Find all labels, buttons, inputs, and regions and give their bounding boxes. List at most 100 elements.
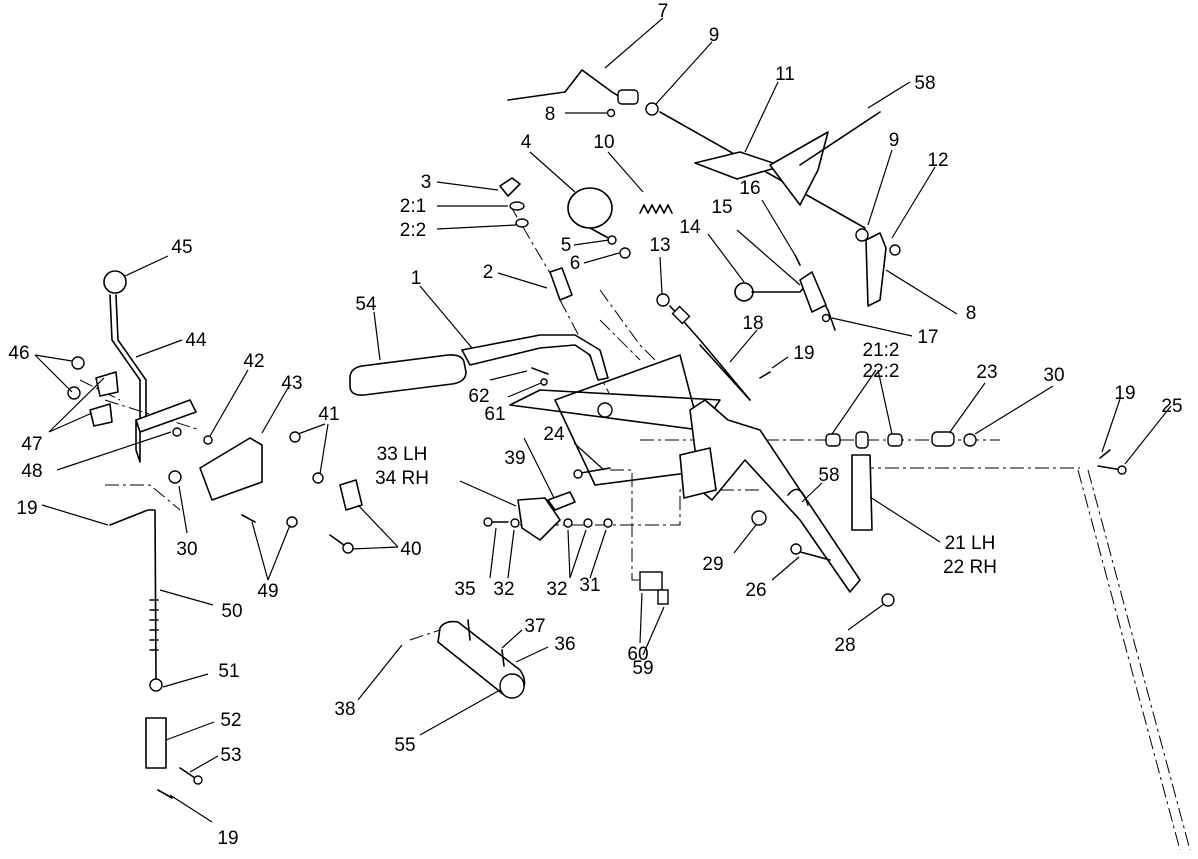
part-51-nut [149,678,163,692]
callout-32-right: 32 [546,579,567,600]
part-13-cable-end [656,293,751,401]
callout-45: 45 [171,237,192,258]
callout-29: 29 [702,554,723,575]
part-12-bracket-right [855,228,901,307]
part-42-43-plates [135,399,263,501]
part-41-40-49-bolts [241,431,363,554]
callout-58-lower: 58 [818,465,839,486]
callout-22-2: 22:2 [863,361,900,382]
callout-38: 38 [334,699,355,720]
part-4-knob [567,187,613,241]
part-14-15-16-17-lever-assembly [734,254,836,331]
callout-19-left: 19 [16,498,37,519]
callout-54: 54 [355,294,377,315]
callout-2: 2 [483,262,494,283]
callout-61: 61 [484,404,505,425]
part-24-26-28-29-58-fasteners [573,467,895,607]
callout-1: 1 [411,268,422,289]
part-10-spring [639,204,673,214]
callout-34-rh: 34 RH [375,468,429,489]
part-3-2-small-parts [499,177,631,301]
callout-18: 18 [742,313,763,334]
callout-25: 25 [1161,396,1182,417]
callout-9: 9 [709,25,720,46]
part-18-19-rod-and-pin [699,344,771,401]
part-60-59-switch [639,571,669,605]
part-50-threaded-rod [109,509,159,681]
callout-48: 48 [21,461,42,482]
callout-14: 14 [679,217,701,238]
part-36-37-55-pedal [437,619,526,699]
callout-19-upper: 19 [793,343,814,364]
part-35-32-31-bolts-washers [483,517,613,528]
callout-28: 28 [834,635,855,656]
callout-3: 3 [421,172,432,193]
callout-17: 17 [917,327,938,348]
part-54-grip [349,354,467,396]
part-1-main-lever [461,334,861,593]
callout-19-bottom: 19 [217,828,238,849]
part-7-linkage-rod [507,69,629,103]
part-33-34-39-pedal-bracket [517,491,576,541]
callout-51: 51 [218,661,239,682]
part-48-30-washers-left [168,427,182,484]
callout-7: 7 [658,1,669,22]
callout-36: 36 [554,634,575,655]
callout-43: 43 [281,373,302,394]
callout-62: 62 [468,386,489,407]
callout-37: 37 [524,616,545,637]
callout-23: 23 [976,362,997,383]
callout-26: 26 [745,580,766,601]
center-lines [79,204,1191,851]
part-46-47-nuts-springs [67,356,119,427]
leader-lines [34,17,1172,823]
callout-21-lh: 21 LH [945,533,996,554]
callout-9-right: 9 [889,130,900,151]
callout-52: 52 [220,710,241,731]
callout-24: 24 [543,424,565,445]
part-45-44-shift-lever [103,270,147,431]
callout-58: 58 [914,73,935,94]
callout-32: 32 [493,579,514,600]
part-8-clip-top [606,108,616,118]
callout-53: 53 [220,745,241,766]
callout-6: 6 [570,253,581,274]
callout-41: 41 [318,404,339,425]
callout-8-right: 8 [966,303,977,324]
callout-30-right: 30 [1043,365,1064,386]
part-11-cable-bracket [659,111,881,229]
callout-12: 12 [927,150,948,171]
callout-40: 40 [400,539,421,560]
callout-8: 8 [545,104,556,125]
callout-labels: 7 9 8 11 58 4 10 3 2:1 2:2 5 6 2 9 12 16… [8,1,1182,849]
callout-42: 42 [243,351,264,372]
callout-50: 50 [221,601,242,622]
callout-15: 15 [711,197,732,218]
callout-11: 11 [775,64,795,85]
callout-33-lh: 33 LH [377,444,428,465]
callout-16: 16 [739,178,760,199]
callout-21-2: 21:2 [863,340,900,361]
callout-4: 4 [521,132,532,153]
callout-46: 46 [8,343,29,364]
callout-35: 35 [454,579,475,600]
callout-60: 60 [627,644,648,665]
callout-22-rh: 22 RH [943,557,997,578]
callout-39: 39 [504,448,525,469]
callout-30-left: 30 [176,539,197,560]
callout-13: 13 [649,235,670,256]
callout-47: 47 [21,434,42,455]
callout-5: 5 [561,235,572,256]
part-61-62-screws [531,367,549,386]
callout-49: 49 [257,581,278,602]
callout-55: 55 [394,735,415,756]
callout-19-right: 19 [1114,383,1135,404]
part-52-53-19-clevis-and-pin [145,717,203,799]
callout-2-2: 2:2 [400,220,426,241]
callout-2-1: 2:1 [400,196,426,217]
callout-59: 59 [632,658,653,679]
callout-31: 31 [579,575,600,596]
callout-44: 44 [185,330,207,351]
